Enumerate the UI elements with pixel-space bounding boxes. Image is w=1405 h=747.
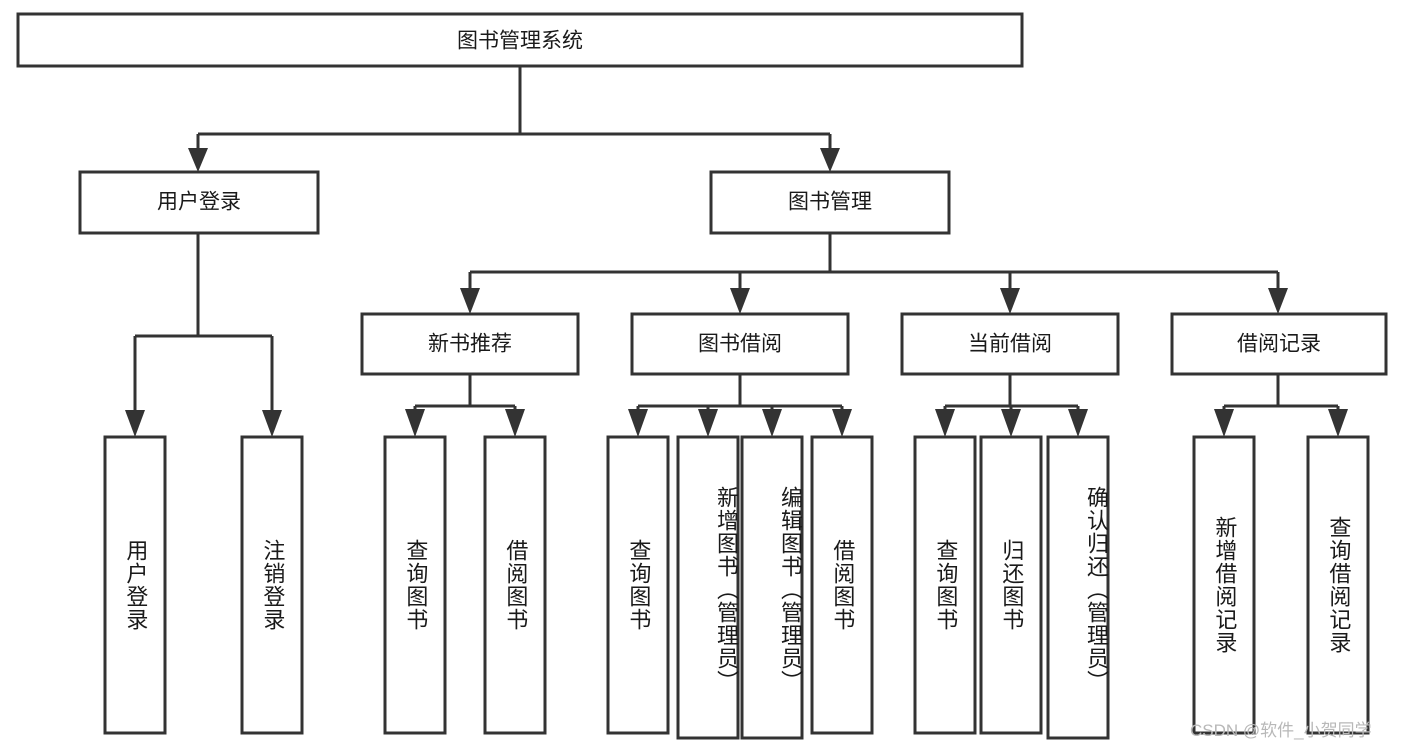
leaf-box-currentborrow-confirm[interactable] [1046, 435, 1110, 740]
arrowhead-book-mgmt [820, 148, 840, 172]
arrowhead-leaf-bb-1 [628, 409, 648, 437]
node-label-book-management: 图书管理 [788, 191, 872, 214]
leaf-box-bookborrow-edit[interactable] [740, 435, 804, 740]
arrowhead-leaf-cb-2 [1001, 409, 1021, 437]
leaf-box-bookborrow-query[interactable] [606, 435, 670, 735]
node-box-book-management[interactable] [709, 170, 951, 235]
arrowhead-leaf-user-login [125, 410, 145, 437]
leaf-box-record-add[interactable] [1192, 435, 1256, 735]
node-box-new-book-recommend[interactable] [360, 312, 580, 376]
arrowhead-leaf-bb-3 [762, 409, 782, 437]
connector-layer [125, 66, 1348, 437]
node-box-user-login[interactable] [78, 170, 320, 235]
arrowhead-leaf-cb-1 [935, 409, 955, 437]
leaf-box-user-login-login[interactable] [103, 435, 167, 735]
arrowhead-new-book [460, 288, 480, 314]
node-box-root[interactable] [16, 12, 1024, 68]
arrowhead-current-borrow [1000, 288, 1020, 314]
arrowhead-leaf-nb-1 [405, 409, 425, 437]
leaf-box-bookborrow-add[interactable] [676, 435, 740, 740]
arrowhead-leaf-bb-2 [698, 409, 718, 437]
node-box-borrow-record[interactable] [1170, 312, 1388, 376]
arrowhead-leaf-cb-3 [1068, 409, 1088, 437]
leaf-box-newbook-query[interactable] [383, 435, 447, 735]
node-box-book-borrow[interactable] [630, 312, 850, 376]
node-label-user-login: 用户登录 [157, 191, 241, 214]
arrowhead-leaf-logout [262, 410, 282, 437]
leaf-box-user-login-logout[interactable] [240, 435, 304, 735]
node-layer: 图书管理系统 用户登录 图书管理 新书推荐 图书借阅 当前借阅 借阅记录 [16, 12, 1388, 740]
node-label-book-borrow: 图书借阅 [698, 333, 782, 356]
node-box-current-borrow[interactable] [900, 312, 1120, 376]
watermark-text: CSDN @软件_小贺同学 [1190, 721, 1372, 740]
arrowhead-leaf-nb-2 [505, 409, 525, 437]
node-label-root: 图书管理系统 [457, 30, 583, 53]
leaf-box-currentborrow-query[interactable] [913, 435, 977, 735]
arrowhead-user-login [188, 148, 208, 172]
leaf-box-bookborrow-borrow[interactable] [810, 435, 874, 735]
node-label-borrow-record: 借阅记录 [1237, 333, 1321, 356]
node-label-current-borrow: 当前借阅 [968, 333, 1052, 356]
arrowhead-leaf-br-1 [1214, 409, 1234, 437]
arrowhead-book-borrow [730, 288, 750, 314]
node-label-new-book-recommend: 新书推荐 [428, 333, 512, 356]
leaf-box-record-query[interactable] [1306, 435, 1370, 735]
leaf-box-currentborrow-return[interactable] [979, 435, 1043, 735]
arrowhead-leaf-bb-4 [832, 409, 852, 437]
arrowhead-leaf-br-2 [1328, 409, 1348, 437]
leaf-box-newbook-borrow[interactable] [483, 435, 547, 735]
arrowhead-borrow-record [1268, 288, 1288, 314]
